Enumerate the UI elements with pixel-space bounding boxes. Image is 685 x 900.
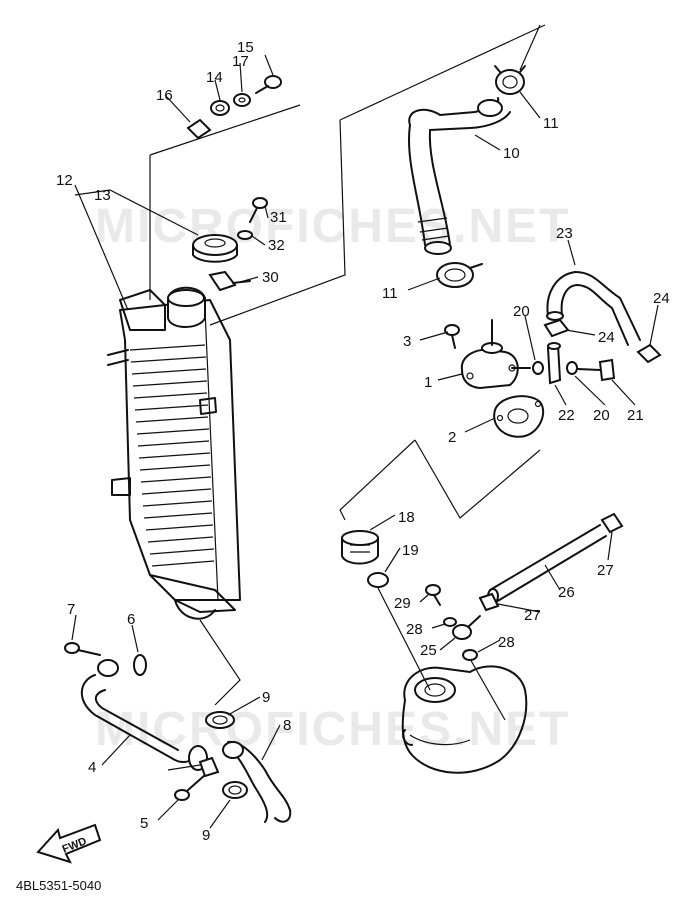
radiator-cap <box>192 234 238 263</box>
radiator-core-fins <box>129 344 215 567</box>
hose-clip-24a <box>543 318 570 338</box>
label-28-left: 28 <box>406 621 423 638</box>
label-19: 19 <box>402 542 419 559</box>
hose-clip-27b <box>478 592 500 612</box>
leader-line <box>167 764 201 771</box>
o-ring-6 <box>133 654 147 676</box>
label-6: 6 <box>127 611 135 628</box>
leader-line <box>464 649 506 721</box>
o-ring-19 <box>367 572 389 588</box>
label-31: 31 <box>270 209 287 226</box>
label-7: 7 <box>67 601 75 618</box>
bolt-15 <box>255 75 282 94</box>
hose-clamp-9-upper <box>205 711 235 729</box>
bolt-5 <box>174 774 206 801</box>
thermostat-18 <box>341 530 379 565</box>
label-20-upper: 20 <box>513 303 530 320</box>
label-32: 32 <box>268 237 285 254</box>
label-27-lower: 27 <box>524 607 541 624</box>
washer-17 <box>233 93 251 107</box>
bolt-29 <box>425 584 441 606</box>
label-9-upper: 9 <box>262 689 270 706</box>
label-30: 30 <box>262 269 279 286</box>
water-pump-housing <box>401 665 528 774</box>
fitting-22 <box>546 342 562 385</box>
label-27-upper: 27 <box>597 562 614 579</box>
label-20-lower: 20 <box>593 407 610 424</box>
label-24-left: 24 <box>598 329 615 346</box>
bolt-31 <box>249 197 268 223</box>
label-1: 1 <box>424 374 432 391</box>
hose-clamp-9-lower <box>222 781 248 799</box>
watermark-top: MICROFICHES.NET <box>95 200 570 253</box>
label-21: 21 <box>627 407 644 424</box>
washer-28a <box>443 617 457 627</box>
label-15: 15 <box>237 39 254 56</box>
washer-32 <box>237 230 253 240</box>
washer-20a <box>532 361 544 375</box>
label-3: 3 <box>403 333 411 350</box>
hose-clip-27a <box>600 512 624 534</box>
washer-20b <box>566 361 578 375</box>
label-26: 26 <box>558 584 575 601</box>
label-18: 18 <box>398 509 415 526</box>
leader-line <box>199 619 241 706</box>
label-17: 17 <box>232 53 249 70</box>
label-2: 2 <box>448 429 456 446</box>
leader-line <box>339 439 416 521</box>
bolt-7 <box>64 642 101 656</box>
label-8: 8 <box>283 717 291 734</box>
label-10: 10 <box>503 145 520 162</box>
hose-clamp-11-upper <box>494 65 526 95</box>
label-14: 14 <box>206 69 223 86</box>
label-11-upper: 11 <box>543 115 559 132</box>
label-4: 4 <box>88 759 96 776</box>
hose-4-fitting <box>198 756 220 778</box>
leader-line <box>339 24 546 121</box>
hose-8 <box>222 740 292 823</box>
radiator <box>107 286 241 620</box>
gasket-2 <box>493 395 545 438</box>
hose-clamp-11-lower <box>436 262 483 288</box>
nut-14 <box>210 100 230 116</box>
label-13: 13 <box>94 187 111 204</box>
hose-10 <box>408 97 511 255</box>
label-9-lower: 9 <box>202 827 210 844</box>
hose-clip-24b <box>636 343 662 364</box>
leader-line <box>377 587 431 691</box>
leader-line <box>149 104 301 156</box>
label-16: 16 <box>156 87 173 104</box>
callout-leaders <box>71 24 659 829</box>
label-23: 23 <box>556 225 573 242</box>
label-25: 25 <box>420 642 437 659</box>
leader-line <box>414 439 541 519</box>
bolt-3 <box>444 324 460 349</box>
collar-16 <box>186 118 212 140</box>
leader-line <box>209 119 346 326</box>
hose-23 <box>546 271 641 346</box>
label-24-right: 24 <box>653 290 670 307</box>
thermostat-cover-1 <box>460 319 531 390</box>
fitting-25 <box>452 615 481 640</box>
label-22: 22 <box>558 407 575 424</box>
label-29: 29 <box>394 595 411 612</box>
fwd-arrow-icon: FWD <box>36 823 102 864</box>
hose-4 <box>80 659 208 771</box>
label-12: 12 <box>56 172 73 189</box>
label-11-lower: 11 <box>382 285 398 302</box>
watermark-bottom: MICROFICHES.NET <box>95 703 570 756</box>
label-5: 5 <box>140 815 148 832</box>
part-code: 4BL5351-5040 <box>16 878 101 893</box>
bolt-21 <box>577 358 616 382</box>
hose-26 <box>487 524 607 604</box>
washer-28b <box>462 649 478 661</box>
label-28-right: 28 <box>498 634 515 651</box>
